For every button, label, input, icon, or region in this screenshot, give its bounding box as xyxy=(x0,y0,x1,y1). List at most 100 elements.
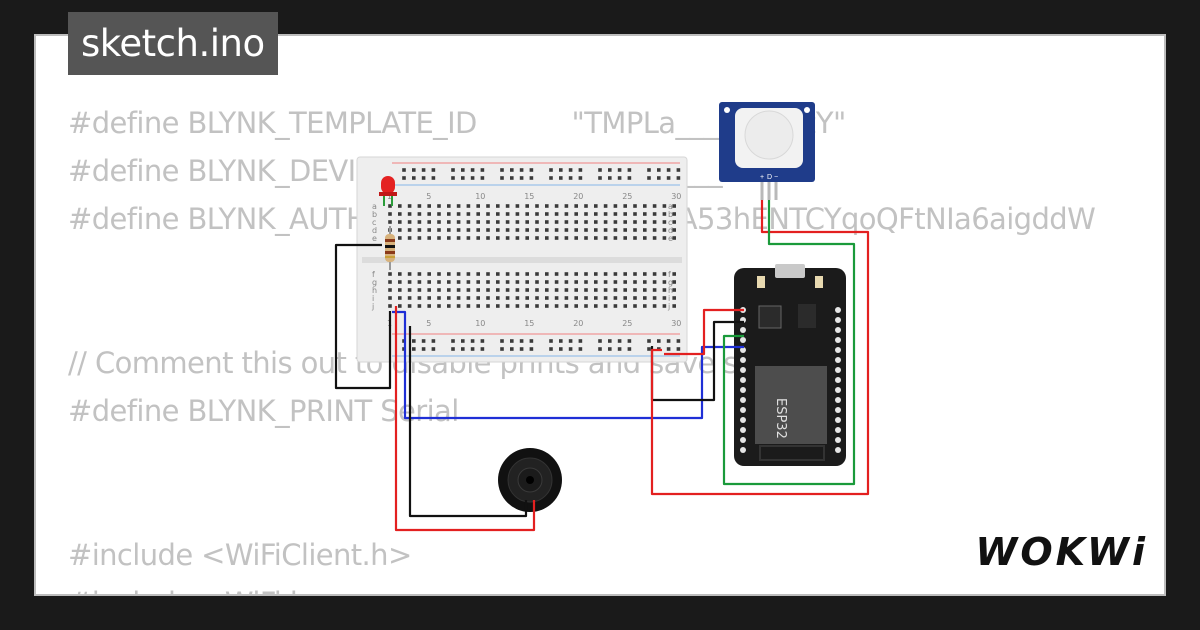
breadboard-hole xyxy=(427,304,431,308)
breadboard-hole xyxy=(672,296,676,300)
breadboard-hole xyxy=(603,272,608,276)
breadboard-hole xyxy=(515,228,520,232)
esp32-pin xyxy=(740,427,746,433)
breadboard-column-number: 25 xyxy=(622,319,632,328)
breadboard-hole xyxy=(486,272,490,276)
breadboard-hole xyxy=(545,236,549,240)
breadboard-hole xyxy=(480,168,485,172)
breadboard-hole xyxy=(594,236,598,240)
breadboard-hole xyxy=(447,204,451,208)
breadboard-hole xyxy=(388,288,392,292)
esp32-pin xyxy=(740,377,746,383)
breadboard-hole xyxy=(486,220,490,224)
breadboard-hole xyxy=(623,280,627,284)
pir-pin-label: D xyxy=(767,174,772,181)
code-line: #include <WiFiClient.h> xyxy=(68,538,412,572)
breadboard-hole xyxy=(633,280,637,284)
breadboard-hole xyxy=(447,212,451,216)
breadboard-hole xyxy=(510,176,514,180)
breadboard-hole xyxy=(643,204,647,208)
breadboard-hole xyxy=(417,236,422,240)
breadboard-hole xyxy=(476,304,480,308)
breadboard-hole xyxy=(461,176,465,180)
breadboard-hole xyxy=(554,204,559,208)
breadboard-hole xyxy=(643,272,647,276)
breadboard-hole xyxy=(505,296,510,300)
piezo-buzzer[interactable] xyxy=(498,448,562,512)
breadboard-column-number: 5 xyxy=(426,319,431,328)
breadboard-hole xyxy=(598,168,602,172)
breadboard-hole xyxy=(549,176,553,180)
breadboard-hole xyxy=(515,236,520,240)
breadboard-hole xyxy=(476,212,480,216)
breadboard-hole xyxy=(447,236,451,240)
breadboard-hole xyxy=(643,220,647,224)
esp32-pin xyxy=(835,347,841,353)
breadboard-hole xyxy=(545,220,549,224)
breadboard-row-letter: g xyxy=(372,278,377,287)
breadboard-hole xyxy=(470,339,475,343)
breadboard-hole xyxy=(398,228,402,232)
breadboard-row-letter: b xyxy=(668,210,673,219)
breadboard-hole xyxy=(496,228,500,232)
esp32-pin xyxy=(835,437,841,443)
breadboard-hole xyxy=(623,220,627,224)
breadboard-hole xyxy=(643,296,647,300)
breadboard-row-letter: a xyxy=(372,202,377,211)
breadboard-hole xyxy=(466,288,471,292)
breadboard-hole xyxy=(598,176,602,180)
breadboard-hole xyxy=(466,304,471,308)
breadboard-column-number: 15 xyxy=(524,192,534,201)
breadboard-hole xyxy=(617,347,622,351)
breadboard-hole xyxy=(662,228,667,232)
breadboard-hole xyxy=(568,347,573,351)
breadboard-hole xyxy=(535,304,539,308)
file-tab[interactable]: sketch.ino xyxy=(68,12,278,75)
breadboard-hole xyxy=(417,304,422,308)
breadboard-hole xyxy=(535,288,539,292)
breadboard-hole xyxy=(574,272,578,276)
breadboard-hole xyxy=(470,168,475,172)
breadboard-hole xyxy=(603,304,608,308)
breadboard-hole xyxy=(456,280,461,284)
breadboard-hole xyxy=(456,236,461,240)
breadboard-hole xyxy=(564,272,569,276)
breadboard-hole xyxy=(594,288,598,292)
breadboard-hole xyxy=(486,228,490,232)
breadboard-hole xyxy=(535,280,539,284)
breadboard-hole xyxy=(662,212,667,216)
breadboard-hole xyxy=(613,288,618,292)
breadboard-hole xyxy=(554,228,559,232)
red-led[interactable] xyxy=(379,176,397,206)
breadboard-hole xyxy=(437,220,441,224)
breadboard-row-letter: f xyxy=(372,270,375,279)
esp32-pin xyxy=(835,357,841,363)
breadboard-hole xyxy=(652,280,657,284)
breadboard-hole xyxy=(437,272,441,276)
breadboard-hole xyxy=(564,304,569,308)
pir-motion-sensor[interactable]: + D − xyxy=(719,102,815,200)
breadboard-hole xyxy=(407,280,412,284)
breadboard-hole xyxy=(545,288,549,292)
breadboard-hole xyxy=(672,220,676,224)
breadboard-hole xyxy=(398,212,402,216)
breadboard-hole xyxy=(402,176,406,180)
breadboard-hole xyxy=(525,280,529,284)
breadboard-hole xyxy=(505,272,510,276)
pir-pin-label: − xyxy=(774,174,778,181)
breadboard-column-number: 30 xyxy=(671,319,681,328)
breadboard-hole xyxy=(519,176,524,180)
breadboard-hole xyxy=(447,228,451,232)
breadboard-row-letter: j xyxy=(371,302,374,311)
breadboard-hole xyxy=(529,347,534,351)
breadboard-column-number: 10 xyxy=(475,319,485,328)
breadboard-hole xyxy=(584,296,588,300)
breadboard-hole xyxy=(647,168,651,172)
breadboard-hole xyxy=(417,220,422,224)
breadboard-row-letter: e xyxy=(372,234,377,243)
esp32-board[interactable]: ESP32 xyxy=(734,264,846,466)
breadboard-hole xyxy=(662,280,667,284)
breadboard-hole xyxy=(466,220,471,224)
resistor[interactable] xyxy=(385,226,395,270)
breadboard-hole xyxy=(603,212,608,216)
